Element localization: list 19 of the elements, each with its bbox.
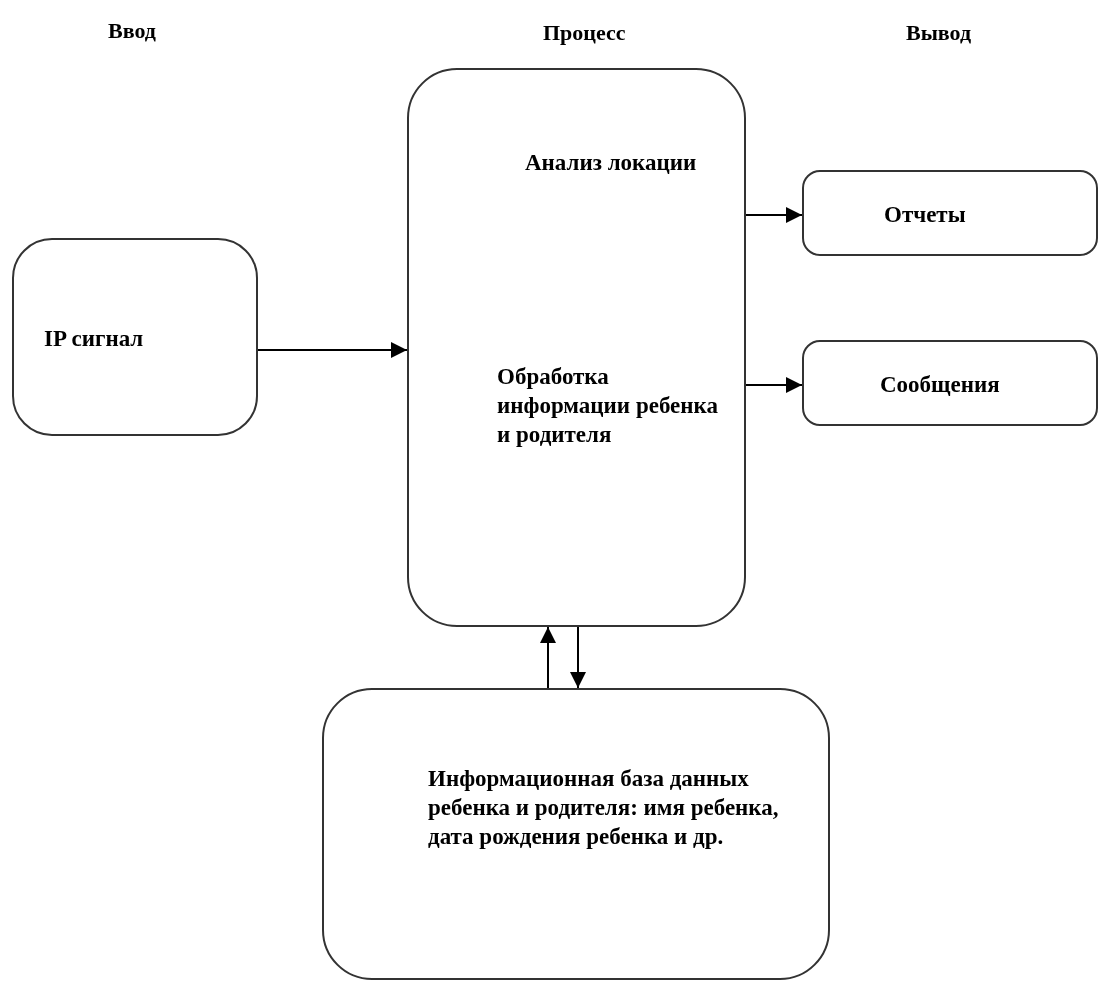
box-text: Анализ локации xyxy=(525,149,698,177)
column-heading: Ввод xyxy=(108,17,156,45)
box-text: Отчеты xyxy=(884,201,967,229)
arrow xyxy=(257,342,408,358)
box-text: Обработка информации ребенка и родителя xyxy=(497,363,719,449)
arrow xyxy=(570,626,586,689)
process-box xyxy=(407,68,746,627)
process-box xyxy=(802,340,1098,426)
box-text: Информационная база данных ребенка и родителя: имя ребенка, дата рождения ребенка и др. xyxy=(428,765,780,851)
column-heading: Процесс xyxy=(543,19,626,47)
box-text: Сообщения xyxy=(880,371,1001,399)
process-box xyxy=(802,170,1098,256)
arrow xyxy=(540,626,556,689)
column-heading: Вывод xyxy=(906,19,972,47)
process-box xyxy=(322,688,830,980)
arrow xyxy=(745,207,803,223)
box-text: IP сигнал xyxy=(44,325,145,353)
arrow xyxy=(745,377,803,393)
process-box xyxy=(12,238,258,436)
